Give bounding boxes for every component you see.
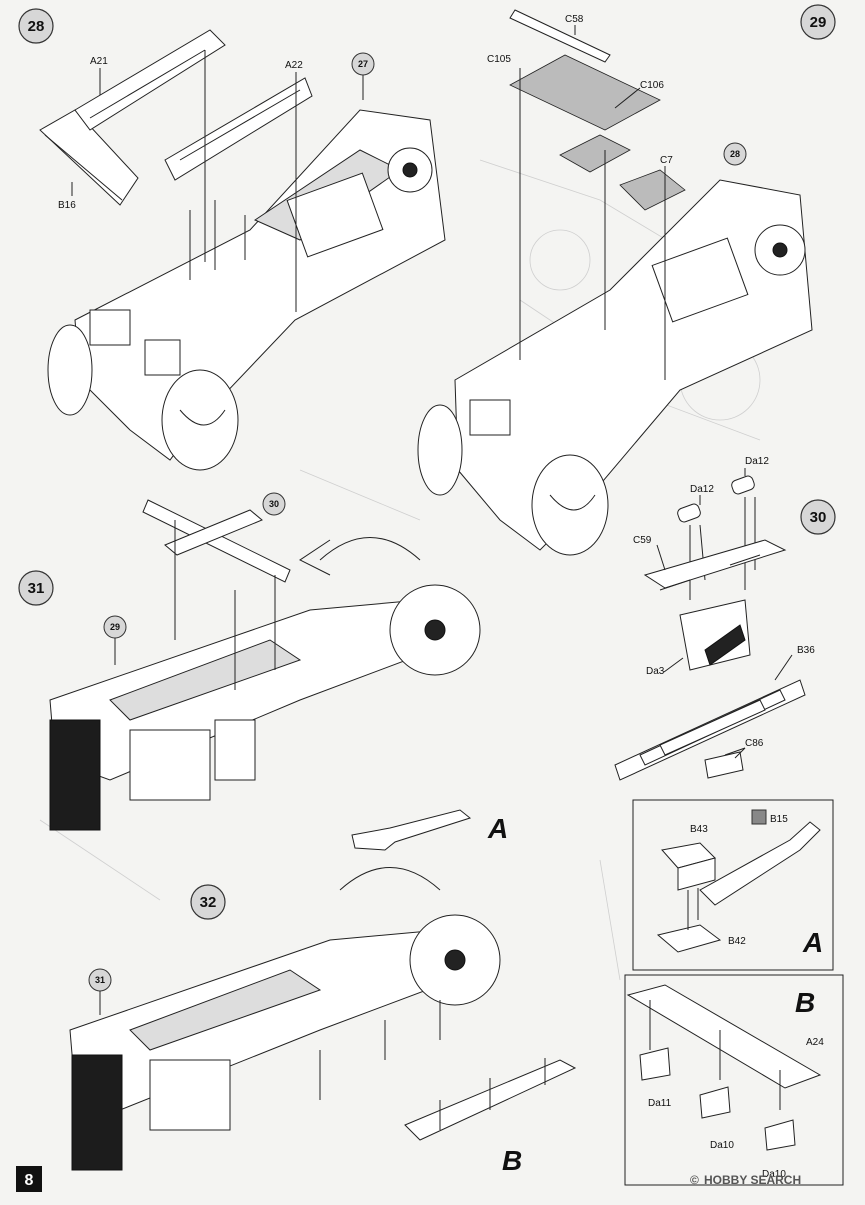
callout-a-part xyxy=(351,809,472,851)
step-30-badge xyxy=(800,499,836,535)
part-c105 xyxy=(509,54,661,131)
label-da12-2: Da12 xyxy=(745,456,769,467)
label-b16: B16 xyxy=(58,200,76,211)
part-c106 xyxy=(559,134,631,173)
step-29: 29 C58 C105 C106 C7 28 xyxy=(417,4,836,556)
label-c59: C59 xyxy=(633,535,652,546)
part-b16 xyxy=(39,109,139,206)
label-da11: Da11 xyxy=(648,1098,672,1109)
part-b42 xyxy=(656,924,722,953)
label-b15: B15 xyxy=(770,814,788,825)
part-da11 xyxy=(639,1047,671,1081)
ref-30-badge xyxy=(262,492,286,516)
ref-27-badge xyxy=(351,52,375,76)
step-32-badge xyxy=(190,884,226,920)
detail-b-frame xyxy=(624,974,844,1186)
part-da3 xyxy=(679,599,751,671)
radiator-31 xyxy=(49,719,101,831)
part-c58 xyxy=(509,9,611,63)
step-31-number: 31 xyxy=(28,580,45,597)
label-a21: A21 xyxy=(90,56,108,67)
step-28-badge xyxy=(18,8,54,44)
part-a24 xyxy=(626,984,822,1089)
ref-28-badge xyxy=(723,142,747,166)
label-b43: B43 xyxy=(690,824,708,835)
step-32-number: 32 xyxy=(200,894,217,911)
step-28-number: 28 xyxy=(28,18,45,35)
page-number-box xyxy=(16,1166,42,1192)
watermark-text: HOBBY SEARCH xyxy=(704,1173,801,1187)
detail-a-letter: A xyxy=(802,927,823,958)
label-da10-2: Da10 xyxy=(762,1169,786,1180)
part-da12-left xyxy=(677,503,701,523)
label-c106: C106 xyxy=(640,80,664,91)
part-a21 xyxy=(74,29,226,131)
watermark: © HOBBY SEARCH xyxy=(690,1173,801,1187)
step-32: 32 A B 31 xyxy=(69,809,577,1176)
label-a22: A22 xyxy=(285,60,303,71)
label-c86: C86 xyxy=(745,738,764,749)
ref-27-number: 27 xyxy=(358,59,368,69)
step-30: 30 Da12 Da12 C59 B36 Da3 C86 xyxy=(614,456,836,781)
label-da12-1: Da12 xyxy=(690,484,714,495)
label-c105: C105 xyxy=(487,54,511,65)
part-a22 xyxy=(164,77,313,181)
detail-b: B A24 Da11 Da10 Da10 xyxy=(624,974,844,1186)
callout-b-letter: B xyxy=(502,1145,522,1176)
label-c58: C58 xyxy=(565,14,584,25)
page-number-text: 8 xyxy=(25,1172,34,1189)
part-c7 xyxy=(619,169,686,211)
detail-a-frame xyxy=(632,799,834,971)
part-c59 xyxy=(643,539,787,589)
step-28: 28 A21 A22 B16 27 xyxy=(18,8,446,471)
label-a24: A24 xyxy=(806,1037,824,1048)
detail-a: B43 B15 B42 A xyxy=(632,799,834,971)
radiator-32 xyxy=(71,1054,123,1171)
label-c7: C7 xyxy=(660,155,673,166)
step-31: 31 30 29 xyxy=(18,492,481,831)
part-b15 xyxy=(699,821,821,906)
ref-31-number: 31 xyxy=(95,975,105,985)
label-da10-1: Da10 xyxy=(710,1140,734,1151)
part-da12-right xyxy=(731,475,755,495)
step-30-number: 30 xyxy=(810,509,827,526)
page-number: 8 xyxy=(16,1166,42,1192)
callout-a-letter: A xyxy=(487,813,508,844)
engine-chassis-29 xyxy=(454,179,813,551)
part-da10-a xyxy=(699,1086,731,1119)
label-b42: B42 xyxy=(728,936,746,947)
label-b36: B36 xyxy=(797,645,815,656)
step-29-badge xyxy=(800,4,836,40)
step-31-badge xyxy=(18,570,54,606)
detail-b-letter: B xyxy=(795,987,815,1018)
part-da10-b xyxy=(764,1119,796,1151)
spring-assembly-31 xyxy=(142,499,291,583)
step-29-number: 29 xyxy=(810,14,827,31)
label-da3: Da3 xyxy=(646,666,665,677)
ref-28-number: 28 xyxy=(730,149,740,159)
part-c86 xyxy=(704,751,744,779)
watermark-copyright: © xyxy=(690,1173,699,1187)
ref-30-number: 30 xyxy=(269,499,279,509)
ref-29-number: 29 xyxy=(110,622,120,632)
paint-icon xyxy=(751,809,767,825)
